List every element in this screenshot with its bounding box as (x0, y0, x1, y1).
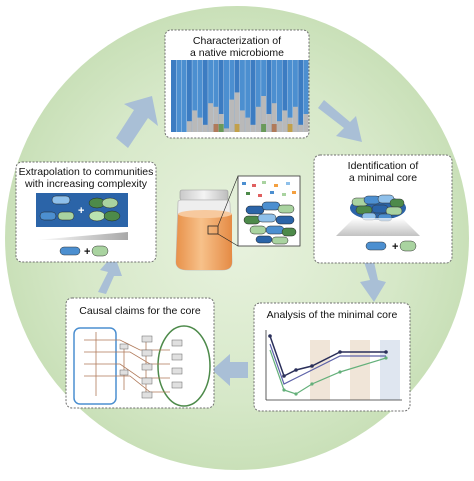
bar-segment (277, 60, 282, 132)
bar-segment (261, 124, 267, 132)
bar-segment (208, 103, 214, 132)
bar-segment (298, 124, 304, 132)
bar-segment (192, 110, 198, 132)
arrow-characterization-to-identification (318, 100, 362, 142)
bar-segment (292, 106, 298, 132)
arrow-analysis-to-causal (212, 354, 248, 386)
step-causal (65, 297, 215, 409)
causal-box (65, 297, 215, 409)
bar-segment (245, 60, 251, 132)
identification-title-line2: a minimal core (348, 172, 418, 184)
causal-title: Causal claims for the core (79, 305, 201, 317)
plus-icon: + (392, 241, 398, 253)
bar-segment (218, 124, 224, 132)
bar-segment (266, 114, 272, 132)
analysis-box (253, 302, 411, 412)
bar-segment (271, 103, 277, 132)
bar-segment (277, 121, 282, 132)
bar-segment (271, 60, 277, 132)
bar-segment (176, 60, 182, 132)
bar-segment (255, 60, 261, 132)
line-chart-icon (265, 330, 402, 401)
bar-segment (213, 106, 219, 132)
bar-segment (213, 124, 219, 132)
bar-segment (287, 60, 293, 132)
bacteria-icon (237, 175, 301, 247)
plus-icon: + (84, 246, 90, 258)
bar-chart-icon (171, 60, 309, 132)
bar-segment (218, 60, 224, 132)
bar-segment (197, 60, 203, 132)
bar-segment (234, 124, 240, 132)
bar-segment (239, 110, 245, 132)
bar-segment (303, 60, 309, 132)
analysis-title: Analysis of the minimal core (266, 309, 398, 321)
bar-segment (229, 99, 235, 132)
network-icon (73, 325, 211, 407)
bar-segment (282, 110, 288, 132)
bar-segment (186, 121, 192, 132)
bar-segment (261, 96, 267, 132)
community-members (39, 195, 121, 222)
bar-segment (224, 128, 229, 132)
circular-arrow-icon (98, 96, 386, 386)
bar-segment (171, 60, 176, 132)
core-member-green (399, 240, 417, 252)
bar-segment (271, 124, 277, 132)
core-member-green (91, 245, 109, 257)
arrow-identification-to-analysis (360, 262, 386, 302)
bar-segment (298, 60, 304, 132)
bar-segment (181, 60, 187, 132)
extrapolation-title-line2: with increasing complexity (25, 178, 147, 190)
bar-segment (250, 124, 256, 132)
jar-icon (175, 175, 239, 271)
bar-segment (234, 92, 240, 132)
arrow-extrapolation-to-characterization (116, 96, 158, 148)
bar-segment (266, 60, 272, 132)
bar-segment (218, 114, 224, 132)
bar-segment (208, 60, 214, 132)
bar-segment (213, 60, 219, 132)
bar-segment (250, 60, 256, 132)
step-analysis (253, 302, 411, 412)
bar-segment (282, 60, 288, 132)
funnel-shape (336, 218, 420, 236)
bar-segment (197, 117, 203, 132)
bacteria-icon (350, 194, 406, 222)
extrapolation-title-line1: Extrapolation to communities (18, 166, 154, 178)
bar-segment (186, 60, 192, 132)
core-member-blue (59, 246, 81, 256)
step-characterization (164, 29, 310, 139)
arrow-causal-to-extrapolation (98, 254, 122, 294)
complexity-wedge (36, 232, 128, 240)
bar-segment (192, 60, 198, 132)
bar-segment (255, 106, 261, 132)
bar-segment (239, 60, 245, 132)
plus-icon: + (78, 205, 84, 217)
step-identification: + (313, 154, 453, 264)
bar-segment (224, 60, 229, 132)
characterization-title-line1: Characterization of (192, 35, 282, 47)
bar-segment (229, 60, 235, 132)
bar-segment (202, 60, 208, 132)
bar-segment (292, 60, 298, 132)
bar-segment (303, 114, 309, 132)
core-member-blue (365, 241, 387, 251)
bar-segment (202, 124, 208, 132)
bar-segment (287, 124, 293, 132)
identification-title-line1: Identification of (347, 160, 419, 172)
step-extrapolation: + + (15, 161, 157, 263)
characterization-title-line2: a native microbiome (190, 47, 284, 59)
bar-segment (245, 117, 251, 132)
